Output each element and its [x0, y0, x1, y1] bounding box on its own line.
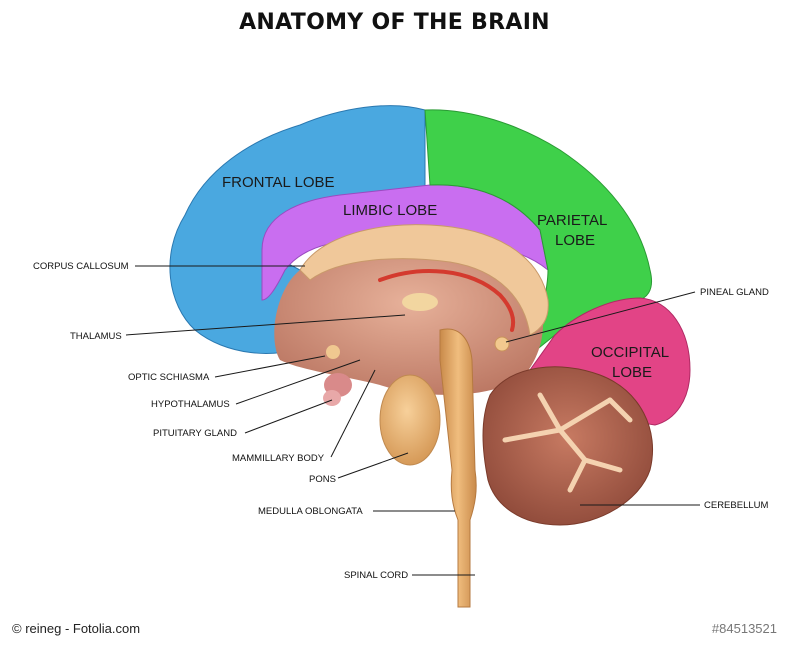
medulla-oblongata-label: MEDULLA OBLONGATA: [258, 506, 363, 517]
optic-chiasma: [326, 345, 340, 359]
arbor-vitae: [502, 392, 633, 493]
limbic-lobe-label: LIMBIC LOBE: [343, 202, 437, 219]
pineal-gland: [494, 336, 510, 352]
pons: [379, 374, 441, 466]
thalamus-label: THALAMUS: [70, 331, 122, 342]
pituitary-gland: [323, 390, 341, 406]
hypothalamus-label: HYPOTHALAMUS: [151, 399, 230, 410]
pineal-gland-label: PINEAL GLAND: [700, 287, 769, 298]
frontal-lobe-label: FRONTAL LOBE: [222, 174, 335, 191]
credit-text: © reineg - Fotolia.com: [12, 621, 141, 636]
limbic-lobe: [261, 184, 549, 301]
mammillary-body-label: MAMMILLARY BODY: [232, 453, 325, 464]
corpus-callosum: [299, 224, 549, 336]
image-number: #84513521: [711, 621, 777, 636]
occipital-lobe-label-line2: LOBE: [612, 364, 652, 381]
corpus-callosum-label: CORPUS CALLOSUM: [33, 261, 129, 272]
pons-label: PONS: [309, 474, 336, 485]
leader-lines: [125, 265, 700, 576]
diagram-title: ANATOMY OF THE BRAIN: [239, 10, 550, 35]
occipital-lobe-label-line1: OCCIPITAL: [591, 344, 669, 361]
spinal-cord-label: SPINAL CORD: [344, 570, 408, 581]
cerebellum: [482, 366, 654, 526]
parietal-lobe-label-line1: PARIETAL: [537, 212, 607, 229]
cerebellum-label: CEREBELLUM: [704, 500, 768, 511]
optic-chiasma-label: OPTIC SCHIASMA: [128, 372, 210, 383]
pituitary-gland-label: PITUITARY GLAND: [153, 428, 237, 439]
thalamus: [402, 293, 438, 311]
fornix: [378, 269, 516, 332]
brainstem: [439, 328, 477, 608]
parietal-lobe-label-line2: LOBE: [555, 232, 595, 249]
